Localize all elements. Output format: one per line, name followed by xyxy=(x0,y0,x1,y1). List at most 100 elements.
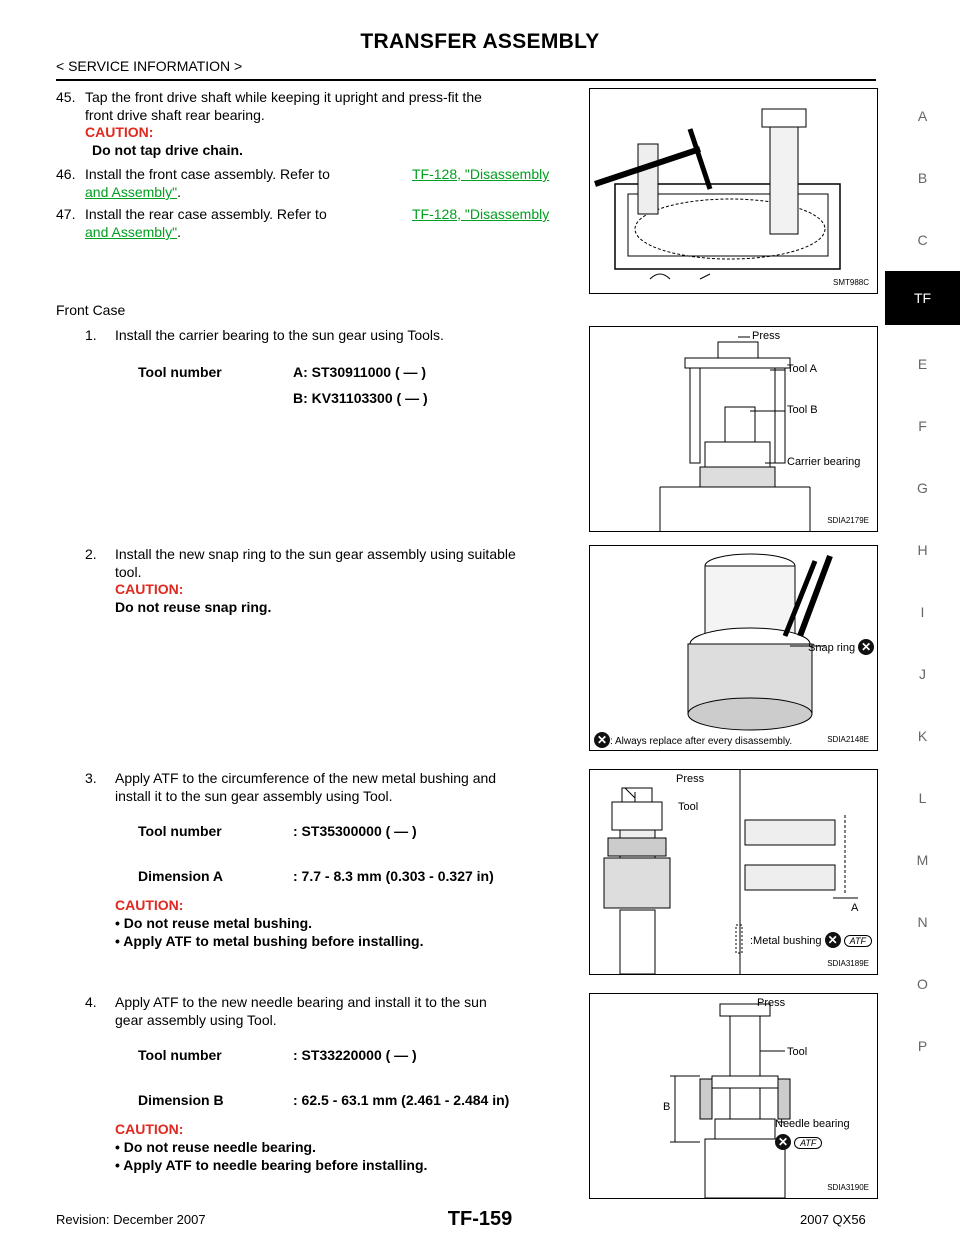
page-title: TRANSFER ASSEMBLY xyxy=(360,30,600,53)
figure-front-drive-shaft: SMT988C xyxy=(589,88,878,294)
step-3-caution-label: CAUTION: xyxy=(115,897,184,913)
step-2-caution-text: Do not reuse snap ring. xyxy=(115,599,272,615)
label-press: Press xyxy=(757,997,786,1009)
step-4-line1: Apply ATF to the new needle bearing and … xyxy=(115,994,487,1010)
step-47-link[interactable]: TF-128, "Disassembly xyxy=(412,206,550,222)
label-always-replace: ✕: Always replace after every disassembl… xyxy=(594,732,792,748)
header-rule xyxy=(56,79,876,81)
metal-bushing-illustration xyxy=(603,770,858,974)
side-index-b[interactable]: B xyxy=(917,170,928,186)
step-1-tool-a: A: ST30911000 ( — ) xyxy=(293,364,427,380)
step-3-dim-value: : 7.7 - 8.3 mm (0.303 - 0.327 in) xyxy=(293,868,494,884)
step-46-link[interactable]: TF-128, "Disassembly xyxy=(412,166,550,182)
step-4-dim-value: : 62.5 - 63.1 mm (2.461 - 2.484 in) xyxy=(293,1092,510,1108)
label-needle-bearing: Needle bearing xyxy=(775,1118,850,1130)
carrier-bearing-illustration xyxy=(659,336,811,531)
figure-needle-bearing: Press Tool B Needle bearing ✕ ATF SDIA31… xyxy=(589,993,878,1199)
replace-icon: ✕ xyxy=(824,932,841,948)
step-3-tool-label: Tool number xyxy=(138,823,222,839)
section-subtitle: < SERVICE INFORMATION > xyxy=(56,58,243,74)
label-dimension-b: B xyxy=(663,1101,671,1113)
label-dimension-a: A xyxy=(851,902,859,914)
figure-code: SDIA3189E xyxy=(827,959,869,968)
figure-snap-ring: Snap ring ✕ ✕: Always replace after ever… xyxy=(589,545,878,751)
replace-note-text: : Always replace after every disassembly… xyxy=(610,736,793,747)
step-46-link-line2-wrap: and Assembly". xyxy=(85,183,181,201)
label-carrier-bearing: Carrier bearing xyxy=(787,456,861,468)
figure-code: SMT988C xyxy=(832,278,869,287)
step-1-text: Install the carrier bearing to the sun g… xyxy=(115,327,444,343)
side-index-o[interactable]: O xyxy=(917,976,928,992)
step-3-caution-1: • Do not reuse metal bushing. xyxy=(115,915,313,931)
front-drive-shaft-illustration xyxy=(594,108,841,280)
step-3-line1: Apply ATF to the circumference of the ne… xyxy=(115,770,497,786)
side-index-k[interactable]: K xyxy=(917,728,928,744)
label-tool: Tool xyxy=(787,1046,808,1058)
step-4-caution-1: • Do not reuse needle bearing. xyxy=(115,1139,316,1155)
step-4-caution-2: • Apply ATF to needle bearing before ins… xyxy=(115,1157,428,1173)
step-3-line2: install it to the sun gear assembly usin… xyxy=(115,788,393,804)
step-4-dim-label: Dimension B xyxy=(138,1092,224,1108)
needle-bearing-icons: ✕ ATF xyxy=(775,1134,823,1150)
footer-revision: Revision: December 2007 xyxy=(56,1212,206,1227)
side-index-j[interactable]: J xyxy=(919,666,926,682)
step-2-line2: tool. xyxy=(115,564,142,580)
step-47-number: 47. xyxy=(56,206,76,222)
snap-ring-illustration xyxy=(687,553,833,731)
label-tool-a: Tool A xyxy=(787,363,817,375)
step-45-caution-text: Do not tap drive chain. xyxy=(92,142,243,158)
side-index-f[interactable]: F xyxy=(918,418,927,434)
step-2-caution-label: CAUTION: xyxy=(115,581,184,597)
step-4-caution-label: CAUTION: xyxy=(115,1121,184,1137)
step-45-line2: front drive shaft rear bearing. xyxy=(85,107,265,123)
step-3-tool-value: : ST35300000 ( — ) xyxy=(293,823,417,839)
footer-model: 2007 QX56 xyxy=(800,1212,866,1227)
step-46-link-cont[interactable]: and Assembly" xyxy=(85,184,178,200)
step-46-text: Install the front case assembly. Refer t… xyxy=(85,166,330,182)
replace-icon: ✕ xyxy=(858,639,875,655)
side-index-c[interactable]: C xyxy=(917,232,928,248)
side-index-h[interactable]: H xyxy=(917,542,928,558)
side-index-p[interactable]: P xyxy=(917,1038,928,1054)
side-index-i[interactable]: I xyxy=(920,604,925,620)
figure-code: SDIA3190E xyxy=(827,1183,869,1192)
step-1-number: 1. xyxy=(85,327,97,343)
step-3-caution-2: • Apply ATF to metal bushing before inst… xyxy=(115,933,424,949)
metal-bushing-text: :Metal bushing xyxy=(750,935,822,947)
step-4-number: 4. xyxy=(85,994,97,1010)
section-front-case: Front Case xyxy=(56,302,126,318)
label-snap-ring: Snap ring ✕ xyxy=(808,639,875,655)
side-index-l[interactable]: L xyxy=(918,790,927,806)
side-index-n[interactable]: N xyxy=(917,914,928,930)
atf-icon: ATF xyxy=(794,1137,823,1149)
step-45-number: 45. xyxy=(56,89,76,105)
replace-icon: ✕ xyxy=(775,1134,791,1150)
page-number: TF-159 xyxy=(447,1208,513,1230)
step-45-line1: Tap the front drive shaft while keeping … xyxy=(85,89,482,105)
step-47-link-cont[interactable]: and Assembly" xyxy=(85,224,178,240)
label-press: Press xyxy=(752,330,781,342)
label-press: Press xyxy=(676,773,705,785)
figure-code: SDIA2179E xyxy=(827,516,869,525)
atf-icon: ATF xyxy=(843,935,873,947)
step-3-number: 3. xyxy=(85,770,97,786)
step-47-period: . xyxy=(177,224,182,240)
snap-ring-text: Snap ring xyxy=(808,642,856,654)
step-4-tool-value: : ST33220000 ( — ) xyxy=(293,1047,417,1063)
step-47-link-line2-wrap: and Assembly". xyxy=(85,223,181,241)
label-tool: Tool xyxy=(678,801,699,813)
step-1-tool-label: Tool number xyxy=(138,364,222,380)
step-1-tool-b: B: KV31103300 ( — ) xyxy=(293,390,428,406)
side-index-active-tab[interactable] xyxy=(885,271,960,325)
step-4-line2: gear assembly using Tool. xyxy=(115,1012,277,1028)
side-index-tf[interactable]: TF xyxy=(913,290,932,306)
replace-icon: ✕ xyxy=(594,732,610,748)
figure-code: SDIA2148E xyxy=(827,735,869,744)
figure-metal-bushing: Press Tool A :Metal bushing ✕ ATF SDIA31… xyxy=(589,769,878,975)
step-46-number: 46. xyxy=(56,166,76,182)
side-index-a[interactable]: A xyxy=(917,108,928,124)
side-index-g[interactable]: G xyxy=(917,480,928,496)
step-47-text: Install the rear case assembly. Refer to xyxy=(85,206,327,222)
side-index-e[interactable]: E xyxy=(917,356,928,372)
side-index-m[interactable]: M xyxy=(916,852,929,868)
